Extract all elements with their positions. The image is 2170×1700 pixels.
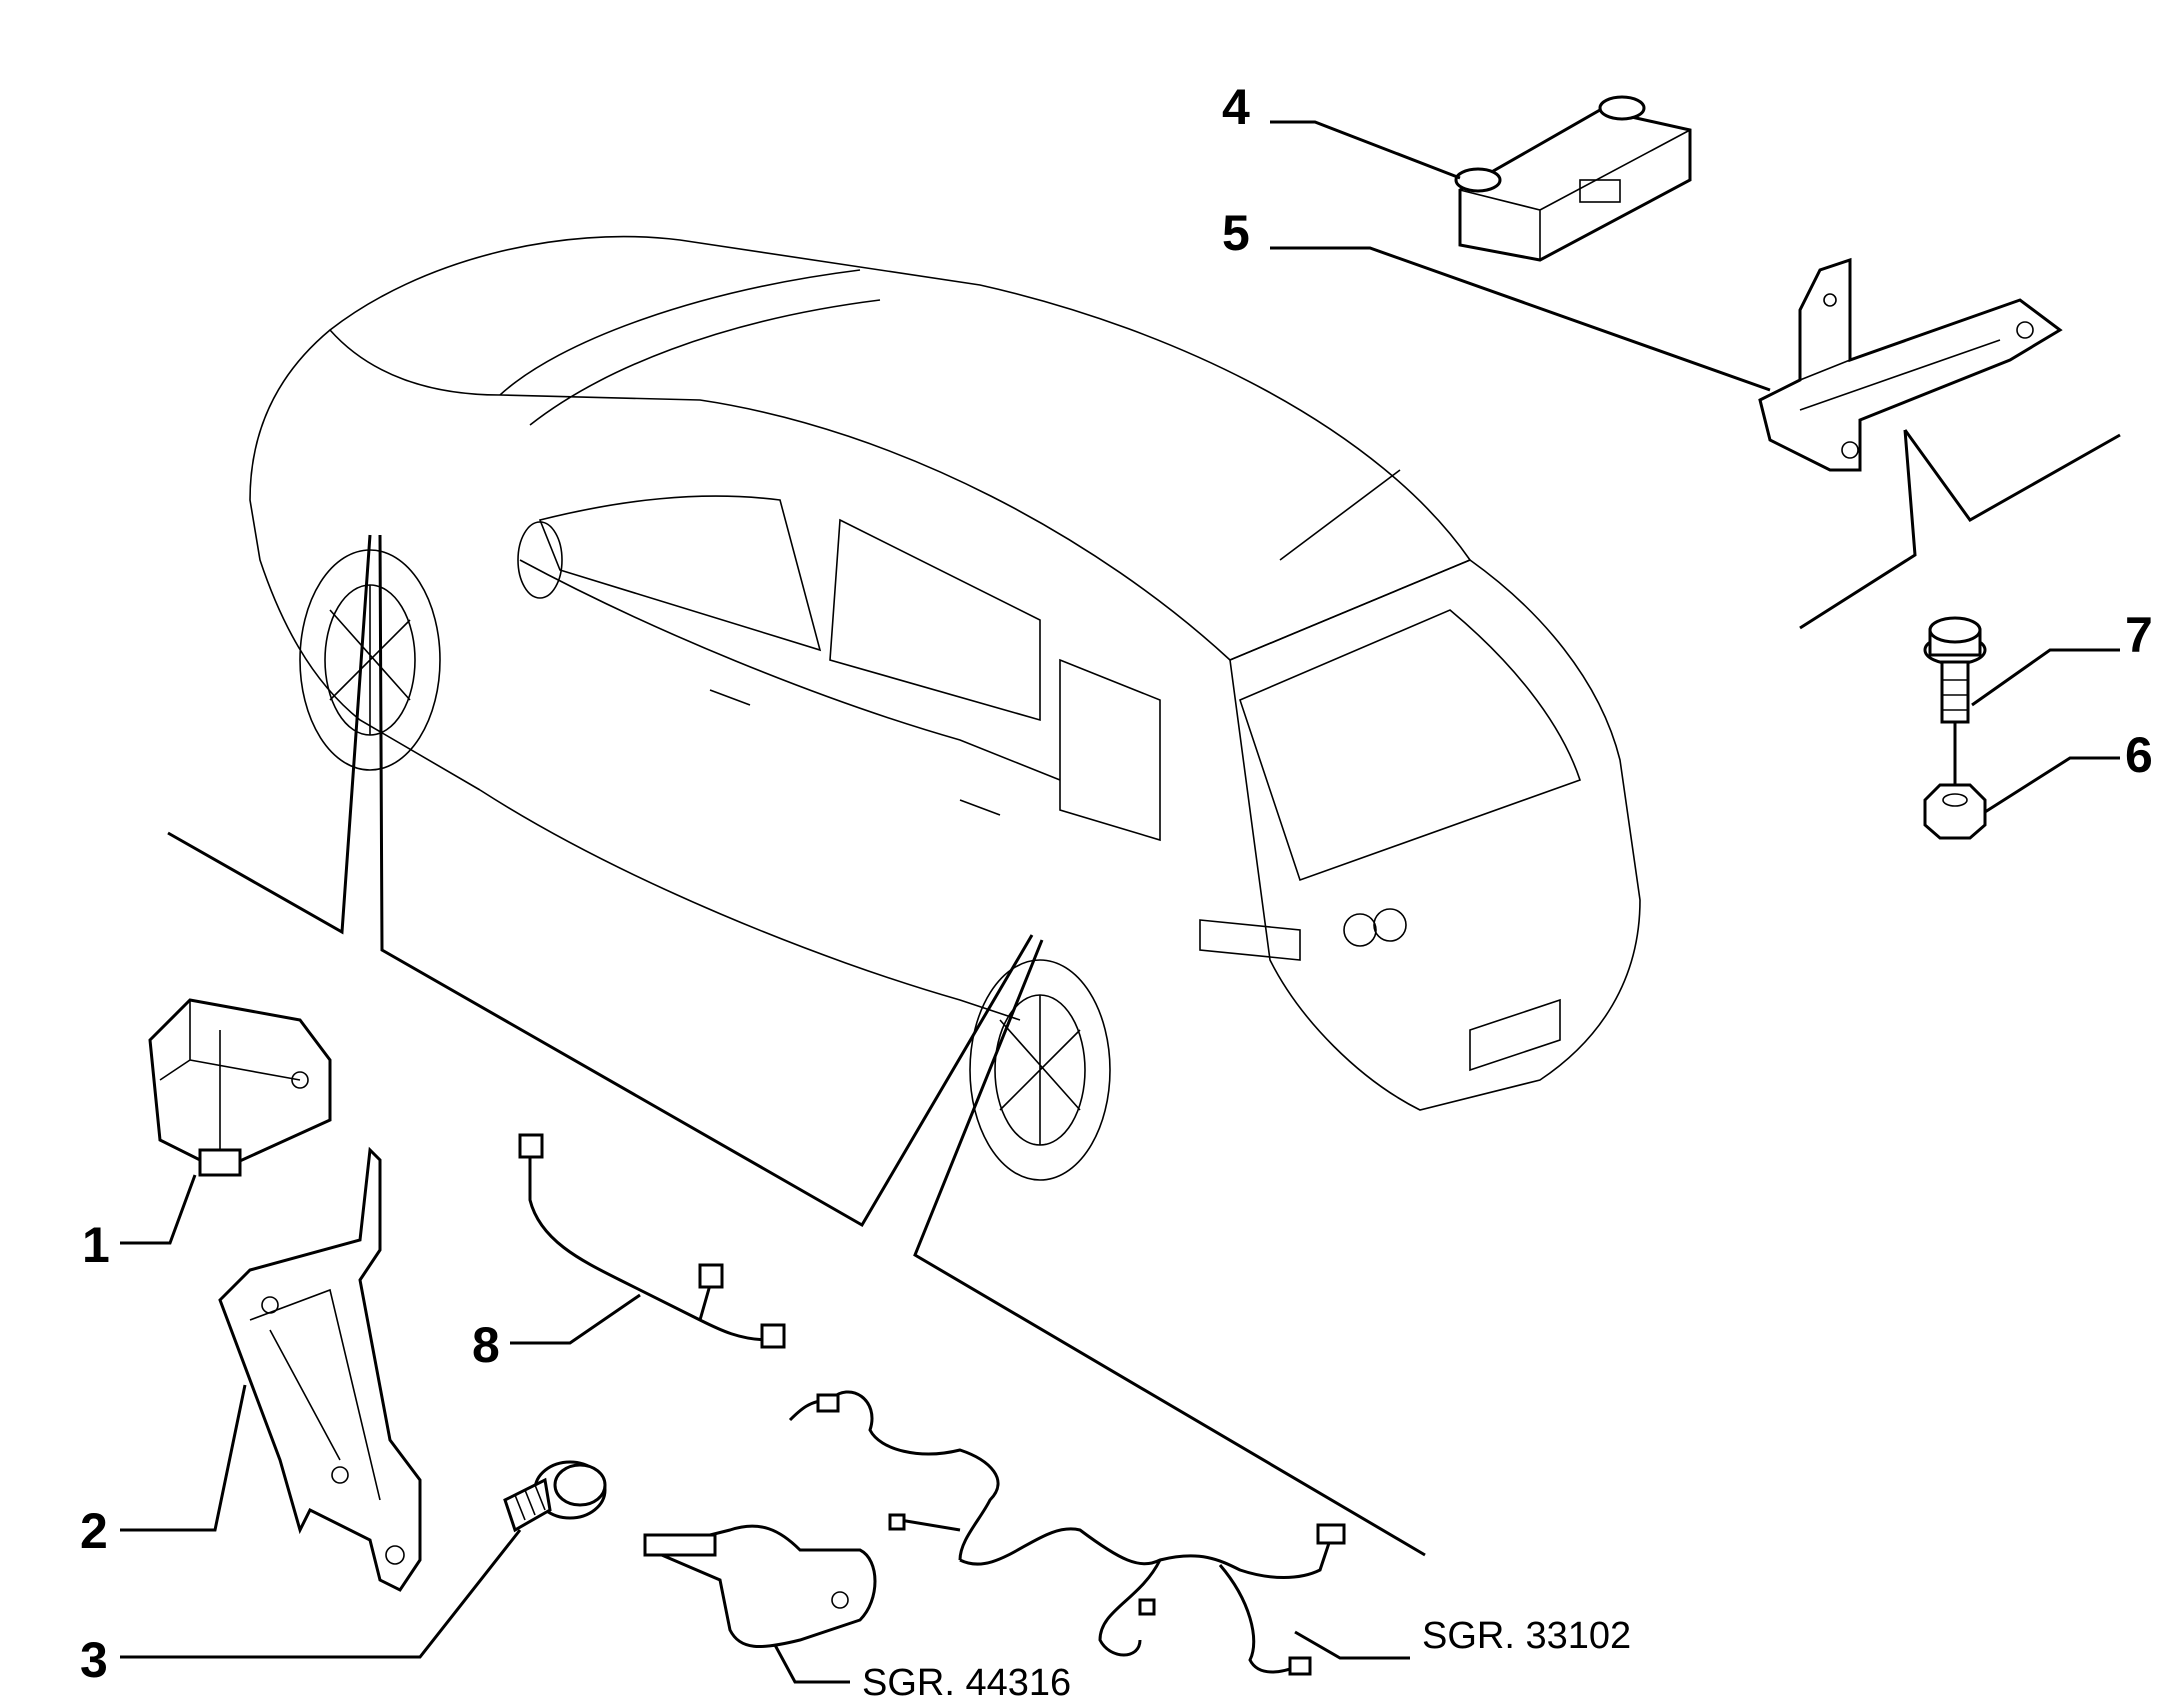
reference-sgr-44316: SGR. 44316 xyxy=(862,1662,1071,1700)
callout-4: 4 xyxy=(1222,79,1250,135)
callout-labels: 1 2 3 4 5 6 7 8 SGR. 44316 SGR. 33102 xyxy=(80,79,2153,1700)
callout-5: 5 xyxy=(1222,205,1250,261)
part-bolt-7 xyxy=(1923,616,1987,724)
part-mounting-plate xyxy=(218,1146,422,1592)
car-illustration xyxy=(249,235,1641,1181)
callout-8: 8 xyxy=(472,1317,500,1373)
leader-lines xyxy=(120,120,2121,1684)
callout-1: 1 xyxy=(82,1217,110,1273)
part-wiring-harness xyxy=(518,1133,786,1349)
part-bracket xyxy=(1758,257,2063,472)
callout-6: 6 xyxy=(2125,727,2153,783)
part-screw-3 xyxy=(503,1460,607,1533)
reference-sgr-33102: SGR. 33102 xyxy=(1422,1615,1631,1657)
part-sgr-33102 xyxy=(788,1390,1346,1676)
part-sensor xyxy=(148,998,332,1177)
callout-2: 2 xyxy=(80,1503,108,1559)
part-control-unit xyxy=(1454,95,1692,262)
part-sgr-44316 xyxy=(643,1524,877,1649)
callout-7: 7 xyxy=(2125,607,2153,663)
callout-3: 3 xyxy=(80,1632,108,1688)
part-nut-6 xyxy=(1923,783,1987,840)
